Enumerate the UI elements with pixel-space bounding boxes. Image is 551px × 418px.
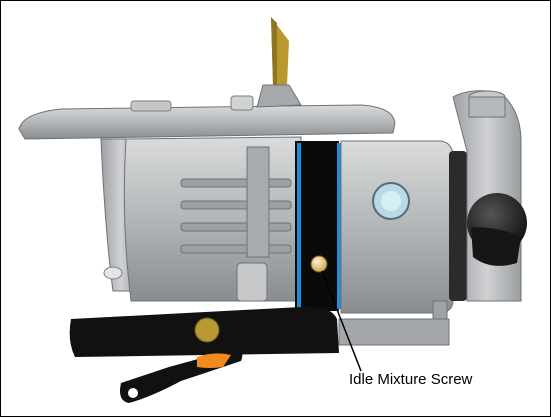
air-horn-flange (18, 84, 396, 140)
callout-leader-line (321, 270, 362, 372)
throttle-base-plate (69, 306, 450, 357)
vent-fitting (103, 266, 123, 280)
idle-mixture-screw (310, 255, 328, 273)
float-bowl (340, 90, 527, 338)
throttle-lever (120, 350, 243, 403)
throttle-shaft (271, 17, 289, 85)
float-bowl-gasket (295, 141, 341, 311)
callout-label-idle-mixture-screw: Idle Mixture Screw (349, 371, 473, 388)
carburetor-body (100, 136, 302, 302)
